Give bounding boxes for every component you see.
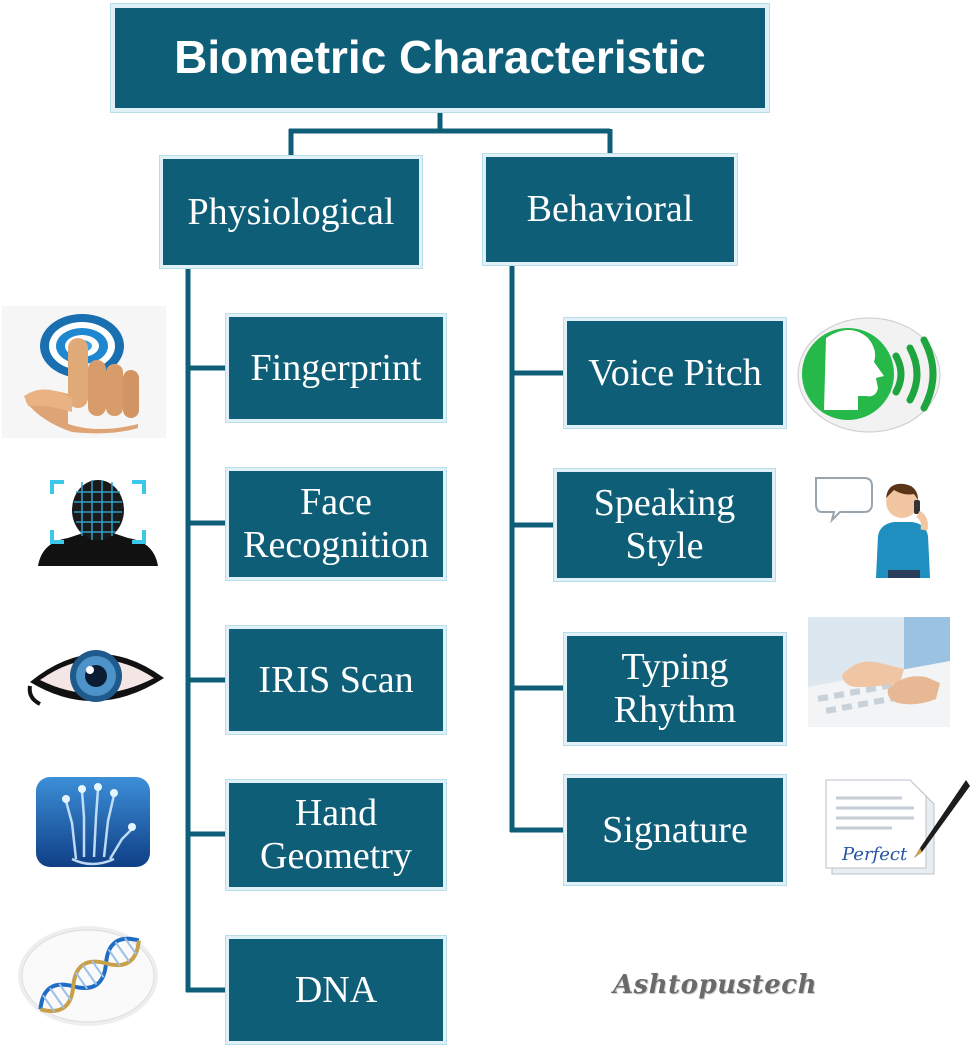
dna-icon [18, 926, 158, 1026]
item-hand-geometry: Hand Geometry [226, 780, 446, 890]
face-recognition-icon [38, 480, 158, 566]
item-signature: Signature [564, 775, 786, 885]
signature-document-icon: Perfect [825, 779, 970, 875]
voice-speaker-icon [797, 317, 941, 433]
person-speaking-icon [815, 477, 930, 578]
item-voice-pitch: Voice Pitch [564, 318, 786, 428]
hand-scan-icon [36, 777, 150, 867]
item-typing-rhythm: Typing Rhythm [564, 633, 786, 745]
watermark: Ashtopustech [612, 970, 818, 1000]
signature-text: Perfect [841, 844, 908, 865]
item-dna: DNA [226, 936, 446, 1044]
item-iris-scan: IRIS Scan [226, 626, 446, 734]
fingerprint-touch-icon [2, 306, 166, 438]
category-physiological: Physiological [160, 156, 422, 268]
diagram-title: Biometric Characteristic [111, 4, 769, 112]
category-behavioral: Behavioral [483, 154, 737, 265]
item-speaking-style: Speaking Style [554, 469, 775, 581]
eye-icon [27, 650, 164, 706]
item-face-recognition: Face Recognition [226, 468, 446, 580]
item-fingerprint: Fingerprint [226, 314, 446, 422]
typing-keyboard-icon [808, 617, 950, 727]
